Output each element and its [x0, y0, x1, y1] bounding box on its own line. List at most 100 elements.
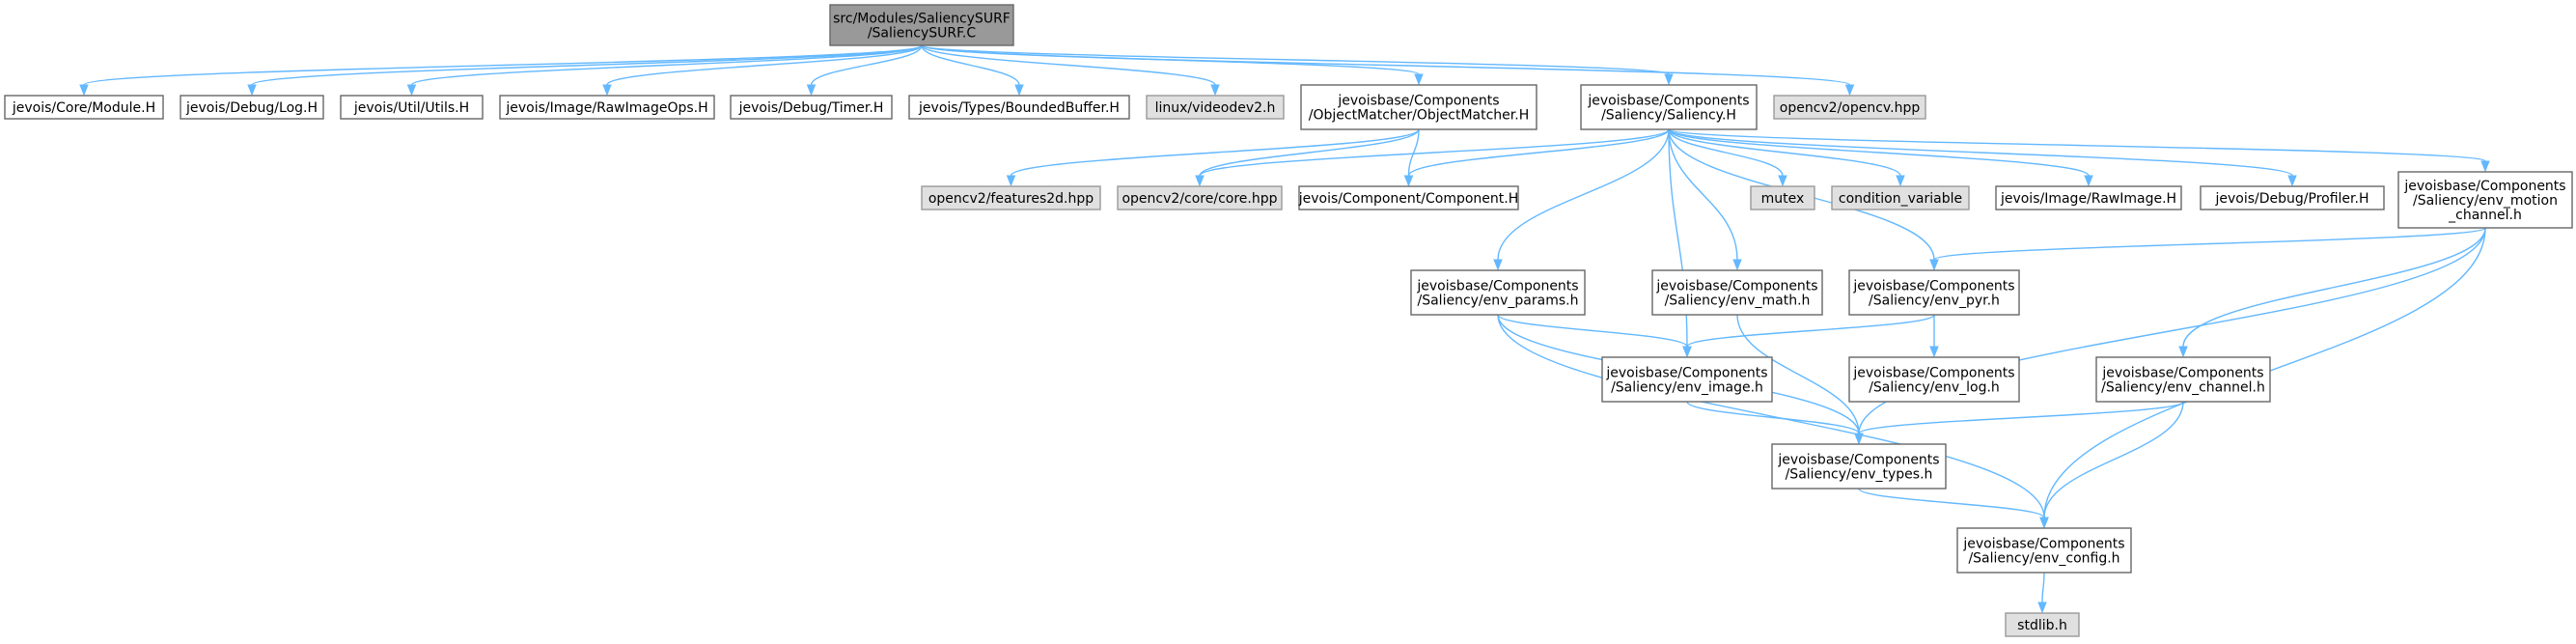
node-types[interactable]: jevoisbase/Components/Saliency/env_types… — [1771, 443, 1947, 490]
edge-saliency-to-component — [1403, 128, 1670, 187]
node-label-line: jevoisbase/Components — [1777, 453, 1939, 468]
node-box — [2397, 171, 2573, 229]
edge-params-to-image — [1497, 314, 1692, 358]
node-rawimageops[interactable]: jevois/Image/RawImageOps.H — [499, 95, 715, 120]
edge-line — [1686, 401, 1860, 434]
node-boundedbuffer[interactable]: jevois/Types/BoundedBuffer.H — [908, 95, 1130, 120]
node-label-line: /ObjectMatcher/ObjectMatcher.H — [1309, 108, 1530, 124]
node-motion[interactable]: jevoisbase/Components/Saliency/env_motio… — [2397, 171, 2573, 229]
node-box — [1956, 527, 2132, 574]
arrowhead — [79, 84, 89, 97]
arrowhead — [1414, 73, 1424, 86]
edge-objectmatcher-to-corehpp — [1195, 128, 1420, 187]
arrowhead — [2178, 346, 2188, 358]
edge-saliency-to-profiler — [1668, 128, 2297, 187]
node-saliency[interactable]: jevoisbase/Components/Saliency/Saliency.… — [1580, 84, 1758, 130]
edge-line — [1858, 488, 2045, 518]
arrowhead — [247, 84, 257, 97]
node-label-line: _channel.h — [2448, 208, 2522, 223]
node-box — [1410, 269, 1586, 316]
arrowhead — [1896, 175, 1905, 187]
arrowhead — [806, 84, 817, 97]
node-box — [1771, 443, 1947, 490]
node-component[interactable]: jevois/Component/Component.H — [1298, 185, 1519, 210]
node-channel[interactable]: jevoisbase/Components/Saliency/env_chann… — [2095, 356, 2271, 403]
arrowhead — [1195, 175, 1205, 187]
arrowhead — [1006, 175, 1016, 187]
node-log[interactable]: jevois/Debug/Log.H — [180, 95, 324, 120]
node-box — [921, 185, 1101, 210]
node-utils[interactable]: jevois/Util/Utils.H — [340, 95, 484, 120]
node-box — [2005, 612, 2080, 637]
node-box — [340, 95, 484, 120]
node-features2d: opencv2/features2d.hpp — [921, 185, 1101, 210]
node-config[interactable]: jevoisbase/Components/Saliency/env_confi… — [1956, 527, 2132, 574]
node-label-line: jevois/Image/RawImage.H — [2000, 191, 2176, 207]
node-module[interactable]: jevois/Core/Module.H — [4, 95, 164, 120]
arrowhead — [1929, 259, 1939, 271]
edge-saliency-to-rawimage — [1668, 128, 2093, 187]
node-label-line: jevoisbase/Components — [2101, 366, 2263, 381]
node-timer[interactable]: jevois/Debug/Timer.H — [730, 95, 893, 120]
edge-types-to-config — [1858, 488, 2049, 529]
arrowhead — [602, 84, 612, 97]
node-math[interactable]: jevoisbase/Components/Saliency/env_math.… — [1651, 269, 1823, 316]
arrowhead — [2039, 517, 2049, 529]
node-label-line: condition_variable — [1839, 191, 1962, 207]
arrowhead — [1493, 259, 1503, 271]
node-pyr[interactable]: jevoisbase/Components/Saliency/env_pyr.h — [1848, 269, 2020, 316]
node-label-line: jevoisbase/Components — [1416, 279, 1578, 294]
edge-line — [1668, 128, 2293, 177]
node-box — [1995, 185, 2182, 210]
node-label-line: jevoisbase/Components — [1852, 279, 2014, 294]
node-root: src/Modules/SaliencySURF/SaliencySURF.C — [829, 4, 1014, 46]
node-label-line: /Saliency/env_image.h — [1611, 380, 1763, 396]
edge-image-to-types — [1686, 401, 1864, 445]
node-box — [4, 95, 164, 120]
node-opencv: opencv2/opencv.hpp — [1773, 95, 1926, 120]
node-label-line: /Saliency/env_motion — [2413, 193, 2558, 209]
arrowhead — [1210, 84, 1220, 97]
arrowhead — [2287, 175, 2297, 187]
node-corehpp: opencv2/core/core.hpp — [1117, 185, 1283, 210]
edge-line — [2043, 401, 2184, 518]
edge-motion-to-pyr — [1929, 227, 2486, 271]
node-label-line: jevoisbase/Components — [1655, 279, 1817, 294]
edge-saliency-to-condvar — [1668, 128, 1905, 187]
node-label-line: /Saliency/env_log.h — [1869, 380, 2000, 396]
edge-line — [83, 44, 923, 86]
edge-line — [251, 44, 923, 86]
edge-line — [921, 44, 1670, 75]
edge-saliency-to-mutex — [1668, 128, 1787, 187]
node-profiler[interactable]: jevois/Debug/Profiler.H — [2200, 185, 2385, 210]
node-label-line: opencv2/features2d.hpp — [928, 191, 1094, 207]
node-objectmatcher[interactable]: jevoisbase/Components/ObjectMatcher/Obje… — [1300, 84, 1537, 130]
arrowhead — [1403, 175, 1414, 187]
node-box — [1848, 356, 2020, 403]
node-image[interactable]: jevoisbase/Components/Saliency/env_image… — [1601, 356, 1773, 403]
node-box — [499, 95, 715, 120]
node-label-line: opencv2/opencv.hpp — [1780, 100, 1921, 116]
edge-line — [921, 44, 1216, 86]
node-envlog[interactable]: jevoisbase/Components/Saliency/env_log.h — [1848, 356, 2020, 403]
edge-line — [1668, 128, 2486, 162]
edge-config-to-stdlib — [2037, 572, 2047, 614]
edge-root-to-log — [247, 44, 923, 97]
node-condvar: condition_variable — [1831, 185, 1970, 210]
node-label-line: jevois/Debug/Timer.H — [738, 100, 884, 116]
node-label-line: /SaliencySURF.C — [868, 26, 977, 42]
arrowhead — [2037, 602, 2047, 614]
edge-pyr-to-envlog — [1929, 314, 1939, 358]
edge-pyr-to-image — [1682, 314, 1935, 358]
node-rawimage[interactable]: jevois/Image/RawImage.H — [1995, 185, 2182, 210]
edge-line — [1668, 128, 2090, 177]
arrowhead — [1732, 259, 1742, 271]
edge-saliency-to-motion — [1668, 128, 2490, 173]
arrowhead — [406, 84, 417, 97]
node-label-line: linux/videodev2.h — [1155, 100, 1276, 116]
node-label-line: jevois/Types/BoundedBuffer.H — [918, 100, 1120, 116]
node-box — [2095, 356, 2271, 403]
node-params[interactable]: jevoisbase/Components/Saliency/env_param… — [1410, 269, 1586, 316]
edge-line — [1497, 314, 1688, 348]
edge-motion-to-channel — [2178, 227, 2486, 358]
